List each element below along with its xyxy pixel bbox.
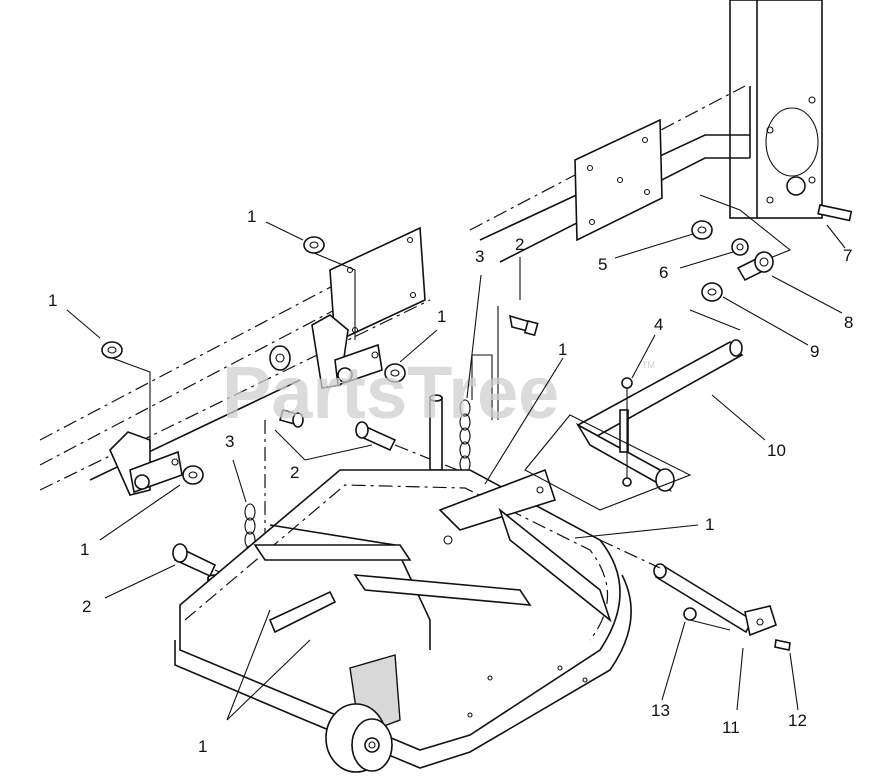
callout-1: 1 — [558, 340, 567, 359]
pivot-shaft — [599, 539, 777, 637]
guide-line-upper — [699, 194, 792, 263]
mounting-post — [729, 0, 853, 222]
callout-1: 1 — [247, 207, 256, 226]
callout-11: 11 — [722, 718, 740, 737]
callout-3: 3 — [475, 247, 484, 266]
lift-arm-shaft — [524, 309, 744, 511]
callout-1: 1 — [48, 291, 57, 310]
callout-2: 2 — [515, 235, 524, 254]
callout-13: 13 — [651, 701, 670, 720]
callout-2: 2 — [82, 597, 91, 616]
callout-9: 9 — [810, 342, 819, 361]
callout-6: 6 — [659, 263, 668, 282]
callout-1: 1 — [705, 515, 714, 534]
caster-wheel — [325, 703, 393, 773]
callout-1: 1 — [80, 540, 89, 559]
callout-8: 8 — [844, 313, 853, 332]
mower-deck — [174, 468, 632, 769]
callout-labels: 1 1 1 1 1 1 1 2 2 2 3 3 4 5 6 7 8 9 10 1… — [48, 207, 853, 756]
small-hardware — [683, 220, 791, 651]
callout-1: 1 — [437, 307, 446, 326]
hinge-bracket-middle — [269, 314, 383, 389]
watermark-trademark: TM — [642, 360, 655, 370]
callout-2: 2 — [290, 463, 299, 482]
callout-10: 10 — [767, 441, 786, 460]
callout-4: 4 — [654, 315, 663, 334]
watermark-text: PartsTree — [222, 351, 559, 434]
callout-3: 3 — [225, 432, 234, 451]
callout-1: 1 — [198, 737, 207, 756]
callout-7: 7 — [843, 246, 852, 265]
mounting-plate-right — [574, 118, 663, 242]
leader-lines — [66, 221, 846, 721]
cotter-pin-part — [621, 377, 633, 487]
hinge-bracket-left — [109, 431, 183, 496]
callout-12: 12 — [788, 711, 807, 730]
callout-5: 5 — [598, 255, 607, 274]
